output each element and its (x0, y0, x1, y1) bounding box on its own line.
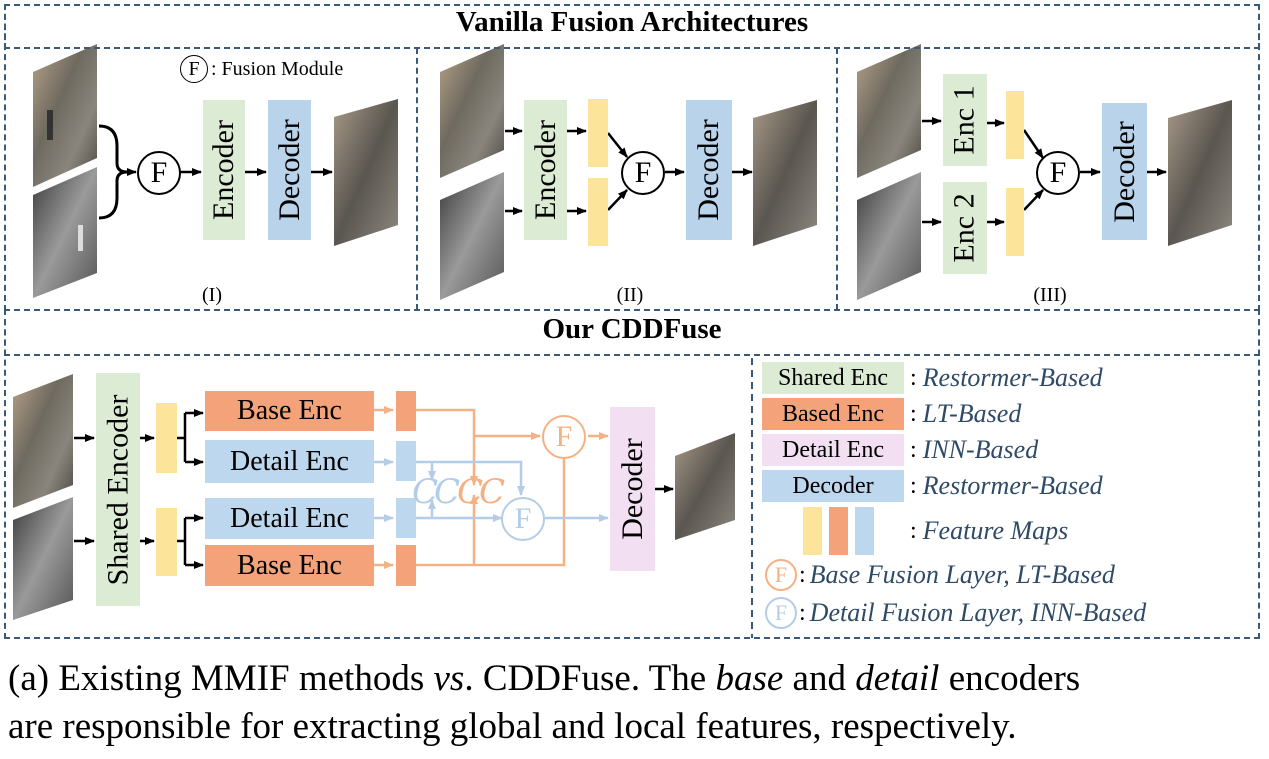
legend-detail: Detail Enc : INN-Based (762, 434, 1038, 466)
base-fusion-circle: F (542, 415, 586, 459)
panel1-fusion-circle: F (137, 151, 181, 195)
base-enc-bottom: Base Enc (205, 545, 374, 586)
detail-fusion-circle: F (501, 497, 545, 541)
bottom-title-frame (4, 309, 1260, 356)
top-title: Vanilla Fusion Architectures (455, 6, 809, 38)
figure-caption-line1: (a) Existing MMIF methods vs. CDDFuse. T… (8, 656, 1080, 702)
shared-encoder: Shared Encoder (96, 373, 140, 606)
diagram-canvas (13, 44, 1232, 638)
cddfuse-visible-image (13, 374, 73, 508)
caption-part-c: and (783, 658, 856, 699)
top-divider-2 (836, 48, 838, 310)
panel2-label: (II) (616, 284, 644, 306)
legend-base-fusion-desc: Base Fusion Layer, LT-Based (809, 560, 1115, 589)
panel2-visible-image (440, 44, 504, 178)
legend-detail-desc: INN-Based (922, 435, 1039, 464)
caption-detail: detail (855, 658, 940, 699)
panel1-decoder: Decoder (268, 100, 311, 240)
legend-detail-fusion-colon: : (799, 599, 806, 626)
panel2-feature-map-bottom (588, 178, 608, 246)
panel3-visible-image (857, 44, 921, 178)
legend-detail-colon: : (910, 436, 917, 463)
legend-decoder-colon: : (910, 472, 917, 499)
legend-based-key: Based Enc (762, 398, 904, 430)
cddfuse-output-image (675, 433, 735, 540)
panel2-fusion-circle: F (621, 151, 665, 195)
panel3-fusion-circle: F (1036, 151, 1080, 195)
detail-feature-map-top (396, 441, 416, 481)
panel2-feature-map-top (588, 99, 608, 167)
detail-enc-top: Detail Enc (205, 440, 374, 483)
detail-feature-map-bottom (396, 498, 416, 538)
caption-vs: vs (433, 658, 465, 699)
caption-base: base (715, 658, 784, 699)
legend-shared-desc: Restormer-Based (922, 363, 1103, 392)
legend-based-colon: : (910, 400, 917, 427)
cc-detail-label: CC (412, 472, 460, 512)
fusion-note: F : Fusion Module (180, 55, 343, 83)
base-feature-map-top (396, 391, 416, 431)
panel3-label: (III) (1033, 284, 1067, 306)
legend-shared-colon: : (910, 364, 917, 391)
top-title-frame (4, 4, 1260, 49)
legend-shared: Shared Enc : Restormer-Based (762, 362, 1103, 394)
legend-feature-maps: : Feature Maps (803, 507, 1068, 555)
panel1-visible-image (33, 44, 97, 187)
panel1-encoder: Encoder (203, 100, 245, 240)
panel1-output-image (334, 99, 398, 246)
panel2-output-image (753, 100, 817, 246)
legend-feature-colon: : (910, 517, 917, 544)
legend-detail-fusion-circle: F (765, 597, 797, 629)
cddfuse-infrared-image (13, 497, 73, 620)
panel3-feature-map-top (1006, 91, 1024, 159)
cc-base-label: CC (457, 472, 505, 512)
legend-shared-key: Shared Enc (762, 362, 904, 394)
panel3-infrared-image (857, 172, 921, 300)
legend-fm-orange (829, 507, 848, 555)
legend-fm-blue (855, 507, 874, 555)
panel3-decoder: Decoder (1102, 103, 1147, 240)
caption-part-a: (a) Existing MMIF methods (8, 658, 434, 699)
fusion-note-text: : Fusion Module (211, 57, 344, 80)
legend-fm-yellow (803, 507, 822, 555)
shared-feature-map-top (156, 403, 177, 473)
panel3-output-image (1168, 100, 1232, 246)
base-feature-map-bottom (396, 545, 416, 586)
panel1-infrared-image (33, 167, 97, 298)
legend-decoder: Decoder : Restormer-Based (762, 470, 1103, 502)
caption-part-d: encoders (939, 658, 1081, 699)
figure-caption-line2: are responsible for extracting global an… (8, 706, 1017, 747)
fusion-note-circle: F (180, 55, 208, 83)
panel3-enc1: Enc 1 (943, 74, 987, 166)
bottom-title: Our CDDFuse (542, 313, 722, 345)
detail-enc-bottom: Detail Enc (205, 498, 374, 539)
caption-part-b: . CDDFuse. The (464, 658, 716, 699)
legend-based: Based Enc : LT-Based (762, 398, 1021, 430)
legend-decoder-key: Decoder (762, 470, 904, 502)
shared-feature-map-bottom (156, 508, 177, 576)
legend-base-fusion-circle: F (765, 559, 797, 591)
panel3-feature-map-bottom (1006, 188, 1024, 256)
top-divider-1 (416, 48, 418, 310)
panel1-label: (I) (202, 284, 222, 306)
legend-detail-fusion-desc: Detail Fusion Layer, INN-Based (809, 598, 1147, 627)
legend-base-fusion-colon: : (799, 561, 806, 588)
panel2-encoder: Encoder (524, 100, 567, 240)
panel2-infrared-image (440, 172, 504, 300)
panel2-decoder: Decoder (686, 100, 732, 240)
legend-based-desc: LT-Based (922, 399, 1022, 428)
legend-feature-desc: Feature Maps (922, 516, 1069, 545)
base-enc-top: Base Enc (205, 391, 374, 431)
legend-base-fusion: F : Base Fusion Layer, LT-Based (765, 559, 1115, 591)
legend-decoder-desc: Restormer-Based (922, 471, 1103, 500)
cddfuse-decoder: Decoder (610, 407, 655, 571)
legend-detail-key: Detail Enc (762, 434, 904, 466)
legend-detail-fusion: F : Detail Fusion Layer, INN-Based (765, 597, 1146, 629)
panel3-enc2: Enc 2 (943, 182, 987, 274)
